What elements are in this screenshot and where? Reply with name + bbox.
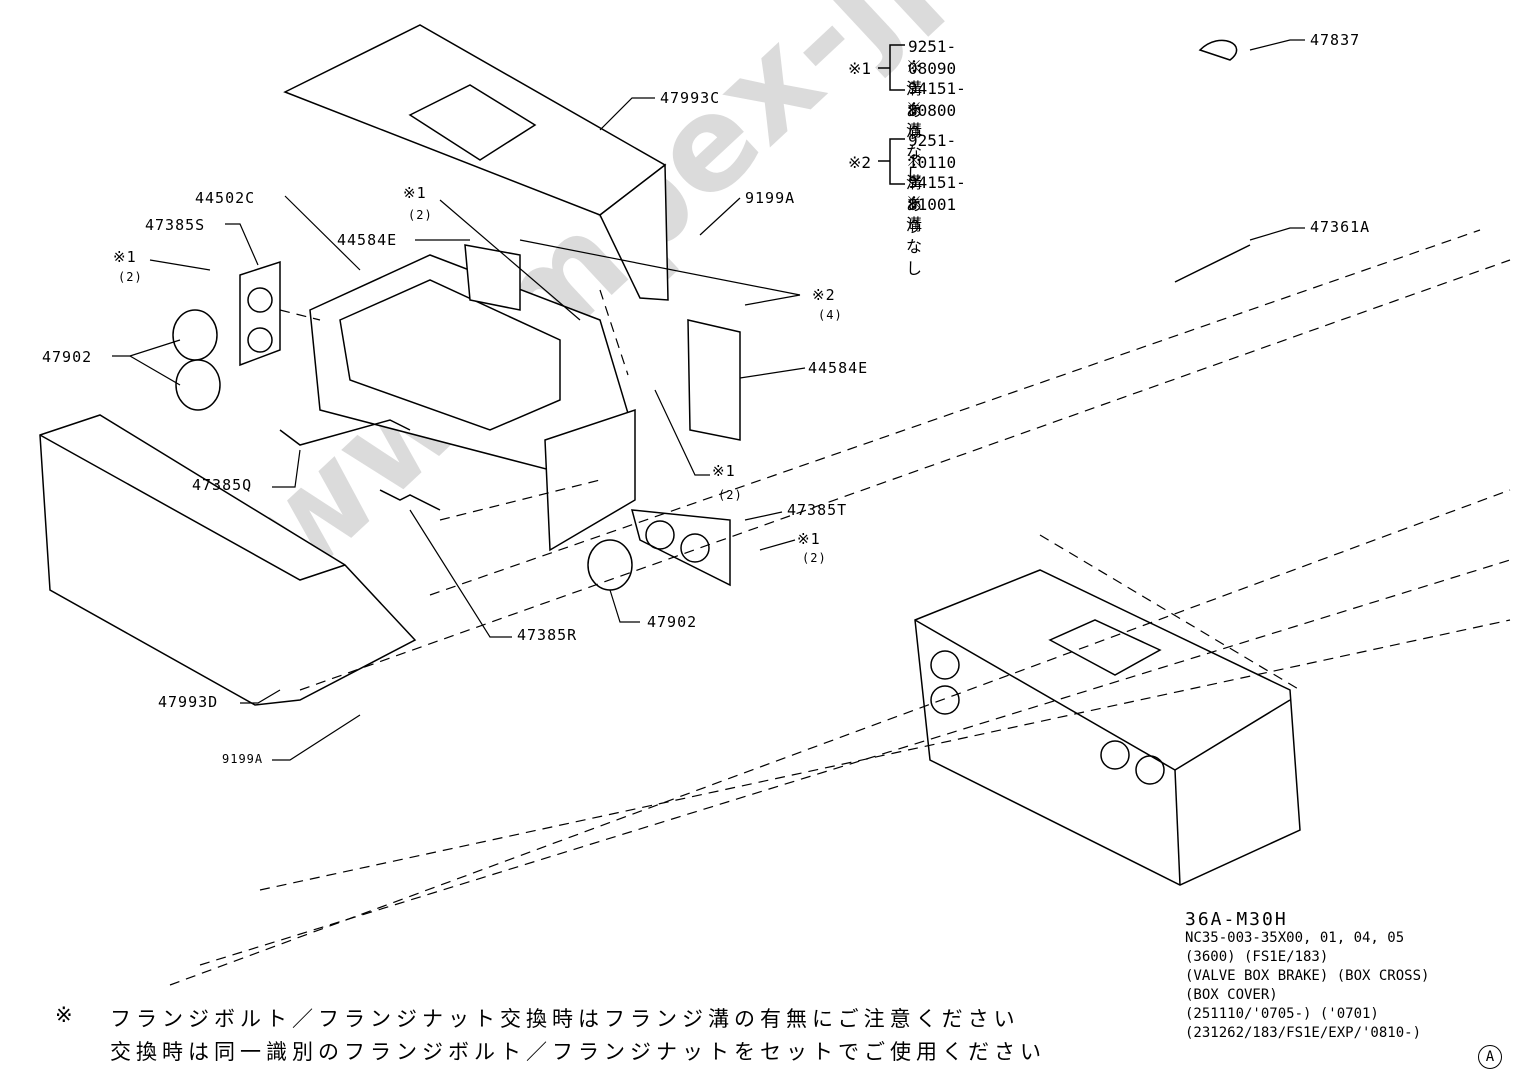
info-line: (VALVE BOX BRAKE) (BOX CROSS) [1185, 968, 1430, 984]
ref-qty: (2) [718, 488, 743, 502]
part-label-44584e[interactable]: 44584E [808, 359, 869, 377]
legend-mark: ※1 [848, 59, 872, 78]
ref-qty: (2) [118, 270, 143, 284]
model-code: 36A-M30H [1185, 909, 1288, 930]
ref-mark-1: ※1 [797, 530, 821, 548]
info-line: (251110/'0705-) ('0701) [1185, 1006, 1379, 1022]
ref-qty: (2) [408, 208, 433, 222]
cable-47361a [1174, 244, 1251, 283]
ref-qty: (2) [802, 551, 827, 565]
legend-part: 94151-81001 [908, 173, 966, 214]
part-label-9199a[interactable]: 9199A [222, 752, 264, 766]
part-label-47837[interactable]: 47837 [1310, 31, 1361, 49]
info-line: (BOX COVER) [1185, 987, 1278, 1003]
ref-mark-1: ※1 [403, 184, 427, 202]
legend-part: 9251-08090 [908, 37, 957, 78]
part-label-44502c[interactable]: 44502C [195, 189, 256, 207]
legend-part: 9251-10110 [908, 131, 957, 172]
ref-mark-1: ※1 [113, 248, 137, 266]
note-mark: ※ [55, 1003, 78, 1027]
part-label-47902[interactable]: 47902 [42, 348, 93, 366]
info-line: (3600) (FS1E/183) [1185, 949, 1329, 965]
plate-47385s [239, 260, 281, 367]
note-line-1: フランジボルト／フランジナット交換時はフランジ溝の有無にご注意ください [110, 1007, 1020, 1031]
legend-note: ※ 溝あり [906, 151, 923, 236]
part-label-47361a[interactable]: 47361A [1310, 218, 1371, 236]
part-label-47385r[interactable]: 47385R [517, 626, 578, 644]
part-label-44584e[interactable]: 44584E [337, 231, 398, 249]
legend-mark: ※2 [848, 153, 872, 172]
view-marker: A [1478, 1045, 1502, 1069]
info-line: (231262/183/FS1E/EXP/'0810-) [1185, 1025, 1422, 1041]
legend-note: ※ 溝あり [906, 57, 923, 142]
note-line-2: 交換時は同一識別のフランジボルト／フランジナットをセットでご使用ください [110, 1040, 1046, 1064]
cable-tie-47837 [1198, 39, 1238, 61]
legend-note: ※ 溝なし [906, 99, 923, 184]
part-label-47385t[interactable]: 47385T [787, 501, 848, 519]
part-label-47385q[interactable]: 47385Q [192, 476, 253, 494]
info-line: NC35-003-35X00, 01, 04, 05 [1185, 930, 1405, 946]
legend-part: 94151-80800 [908, 79, 966, 120]
bracket-44584e [687, 319, 741, 441]
part-label-47993c[interactable]: 47993C [660, 89, 721, 107]
drawing-info: 36A-M30H NC35-003-35X00, 01, 04, 05 (360… [1185, 910, 1429, 1043]
part-label-47993d[interactable]: 47993D [158, 693, 219, 711]
part-label-47902[interactable]: 47902 [647, 613, 698, 631]
ref-mark-1: ※1 [712, 462, 736, 480]
legend-note: ※ 溝なし [906, 193, 923, 278]
box-cross [544, 408, 636, 552]
part-label-47385s[interactable]: 47385S [145, 216, 206, 234]
part-label-9199a[interactable]: 9199A [745, 189, 796, 207]
assembled-box [914, 569, 1301, 886]
ref-qty: (4) [818, 308, 843, 322]
ref-mark-2: ※2 [812, 286, 836, 304]
